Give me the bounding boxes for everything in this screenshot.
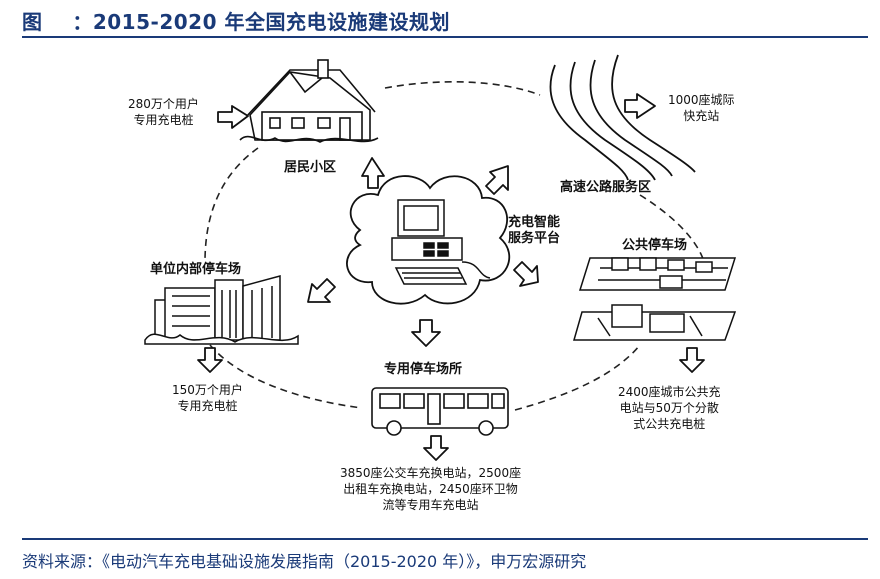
unit-parking-note-line2: 专用充电桩 <box>177 399 238 413</box>
arrow-left-residential <box>217 105 249 129</box>
highway-note-line1: 1000座城际 <box>668 93 735 107</box>
public-parking-note: 2400座城市公共充 电站与50万个分散 式公共充电桩 <box>618 384 721 432</box>
arrow-up-residential <box>361 157 385 189</box>
dedicated-parking-label: 专用停车场所 <box>384 362 463 377</box>
dedicated-parking-note-line3: 流等专用车充电站 <box>382 498 479 512</box>
residential-note: 280万个用户 专用充电桩 <box>128 96 199 128</box>
unit-parking-note: 150万个用户 专用充电桩 <box>172 382 243 414</box>
dedicated-parking-note: 3850座公交车充换电站，2500座 出租车充换电站，2450座环卫物 流等专用… <box>340 465 521 513</box>
arrow-icons <box>197 93 705 461</box>
arrow-upright-highway <box>485 165 509 195</box>
footer-divider <box>22 538 868 540</box>
figure-title: 图 ：2015-2020 年全国充电设施建设规划 <box>22 10 450 34</box>
parking-lot-icon <box>573 257 737 341</box>
arrow-downleft-unit <box>307 278 336 303</box>
dedicated-parking-note-line2: 出租车充换电站，2450座环卫物 <box>343 482 518 496</box>
arrow-right-highway <box>624 93 656 119</box>
source-note: 资料来源：《电动汽车充电基础设施发展指南（2015-2020 年）》，申万宏源研… <box>22 552 587 571</box>
public-parking-note-line1: 2400座城市公共充 <box>618 385 721 399</box>
highway-note-line2: 快充站 <box>683 109 720 123</box>
office-building-icon <box>144 275 299 345</box>
dedicated-parking-note-line1: 3850座公交车充换电站，2500座 <box>340 466 522 480</box>
residential-note-line1: 280万个用户 <box>128 97 199 111</box>
house-icon <box>239 59 379 143</box>
public-parking-note-line3: 式公共充电桩 <box>633 417 706 431</box>
platform-label-line1: 充电智能 <box>508 215 561 230</box>
arrow-down-public <box>679 347 705 373</box>
unit-parking-label: 单位内部停车场 <box>150 262 242 277</box>
residential-note-line2: 专用充电桩 <box>133 113 194 127</box>
title-divider <box>22 36 868 38</box>
residential-label: 居民小区 <box>284 160 337 175</box>
arrow-down-dedicated <box>411 319 441 347</box>
highway-label: 高速公路服务区 <box>560 180 652 195</box>
highway-note: 1000座城际 快充站 <box>668 92 735 124</box>
dashed-ring <box>204 81 706 411</box>
platform-label: 充电智能 服务平台 <box>508 215 560 247</box>
public-parking-label: 公共停车场 <box>622 238 688 253</box>
computer-icon <box>391 199 491 285</box>
bus-icon <box>371 387 509 436</box>
arrow-downright-public <box>513 261 539 287</box>
unit-parking-note-line1: 150万个用户 <box>172 383 243 397</box>
arrow-down-bus <box>423 435 449 461</box>
platform-label-line2: 服务平台 <box>508 231 561 246</box>
arrow-down-unit <box>197 347 223 373</box>
public-parking-note-line2: 电站与50万个分散 <box>619 401 719 415</box>
highway-icon <box>549 54 696 181</box>
